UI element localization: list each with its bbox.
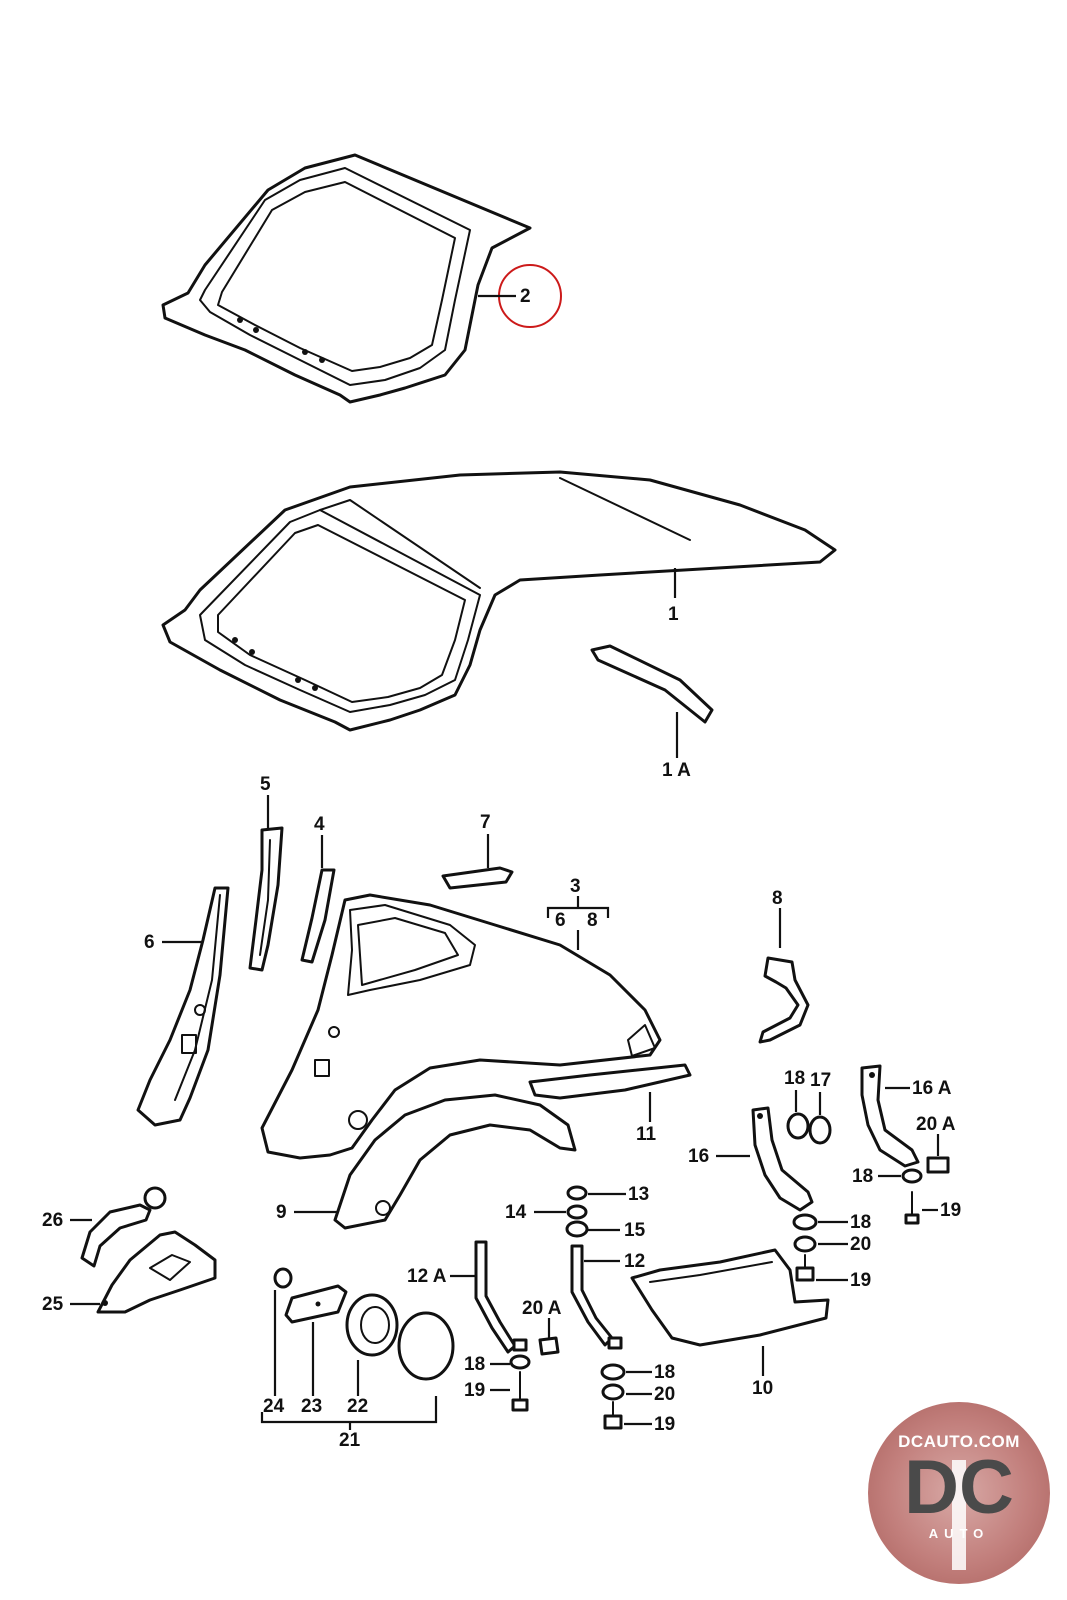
label-5: 5 [260,774,271,795]
label-17: 17 [810,1070,831,1091]
label-23: 23 [301,1396,322,1417]
label-18-mid: 18 [850,1212,871,1233]
label-18-left: 18 [464,1354,485,1375]
part-center-stack [565,1185,589,1238]
part-1-roof [161,470,837,732]
logo-stripe [952,1460,966,1570]
label-11: 11 [636,1124,657,1145]
part-12-bracket [570,1244,623,1350]
label-20a-center: 20 A [522,1298,562,1319]
part-18-17-nuts [786,1112,832,1145]
label-16: 16 [688,1146,709,1167]
label-13: 13 [628,1184,649,1205]
label-19-right: 19 [940,1200,961,1221]
label-9: 9 [276,1202,287,1223]
label-20-bottom: 20 [654,1384,675,1405]
part-1a-strip [590,644,714,724]
part-4-strip [300,868,336,964]
label-20a-right: 20 A [916,1114,956,1135]
label-2: 2 [520,286,531,307]
part-20a-clip-center [538,1336,560,1356]
label-1a: 1 A [662,760,691,781]
part-16-bracket [751,1106,814,1212]
label-12: 12 [624,1251,645,1272]
part-6-inner-pillar [136,886,230,1127]
label-6: 6 [144,932,155,953]
label-16a: 16 A [912,1078,952,1099]
logo-mark: DC [904,1445,1014,1530]
label-3-8: 8 [587,910,598,931]
label-3: 3 [570,876,581,897]
part-stack-right-bottom [600,1363,626,1430]
label-14: 14 [505,1202,527,1223]
label-20-mid: 20 [850,1234,871,1255]
label-18-right: 18 [852,1166,873,1187]
label-4: 4 [314,814,325,835]
part-stack-right-middle [792,1213,818,1282]
part-stack-left-bottom [509,1354,531,1412]
part-12a-bracket [474,1240,528,1354]
part-16a-bracket [860,1064,920,1168]
part-7-pad [441,866,514,890]
leader-lines [70,294,940,1430]
part-9-wheel-arch [333,1093,577,1230]
label-3-6: 6 [555,910,566,931]
label-26: 26 [42,1210,63,1231]
label-15: 15 [624,1220,646,1241]
label-18-top: 18 [784,1068,805,1089]
part-19-screw-right [904,1191,920,1225]
label-19-mid: 19 [850,1270,871,1291]
part-23-plate [284,1284,348,1324]
label-8: 8 [772,888,783,909]
logo-url-text: DCAUTO.COM [898,1432,1020,1451]
part-26-seal [80,1186,167,1268]
label-22: 22 [347,1396,368,1417]
dc-auto-logo: DCAUTO.COM DC AUTO [868,1402,1050,1584]
part-2-roof-frame [161,153,532,404]
part-21-lid [397,1311,455,1381]
label-18-bottom: 18 [654,1362,675,1383]
part-3-quarter-panel [260,893,662,1160]
label-19-left: 19 [464,1380,485,1401]
part-20a-clip-right [926,1156,950,1174]
part-10-lower-panel [630,1248,830,1347]
label-24: 24 [263,1396,285,1417]
label-10: 10 [752,1378,773,1399]
label-19-bottom: 19 [654,1414,675,1435]
label-1: 1 [668,604,679,625]
part-25-inner-cover [96,1230,217,1314]
part-22-gasket [345,1293,399,1357]
part-18-washer-right [901,1168,923,1184]
label-12a: 12 A [407,1266,447,1287]
label-7: 7 [480,812,491,833]
label-25: 25 [42,1294,64,1315]
part-11-strip [528,1063,692,1100]
part-8-bracket [758,956,810,1044]
label-21: 21 [339,1430,361,1451]
part-5-strip [248,826,284,972]
part-24-nut [273,1267,293,1289]
logo-subtext: AUTO [928,1526,990,1541]
